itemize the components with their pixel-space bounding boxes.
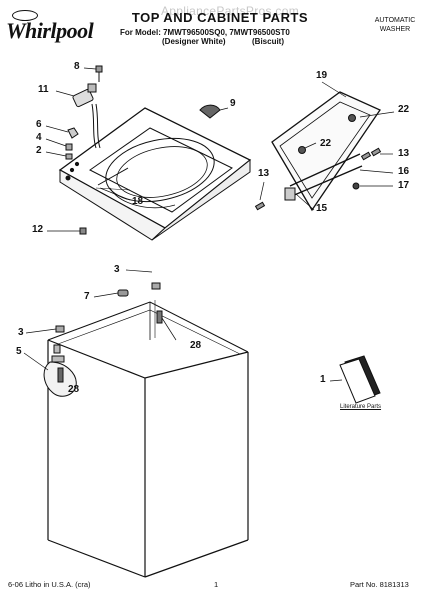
- callout-15: 15: [316, 203, 328, 214]
- spring-28: [156, 310, 163, 324]
- screw-8: [95, 65, 103, 82]
- cabinet: [43, 282, 249, 578]
- callout-5: 5: [16, 346, 22, 357]
- callout-17: 17: [398, 180, 410, 191]
- variant-biscuit: (Biscuit): [252, 37, 284, 46]
- screw-part-2: [65, 153, 73, 160]
- hinge-knob-9: [199, 104, 221, 119]
- callout-4: 4: [36, 132, 42, 143]
- callout-7: 7: [84, 291, 90, 302]
- callout-3a: 3: [114, 264, 120, 275]
- callout-13a: 13: [398, 148, 410, 159]
- screw-3-left: [55, 325, 65, 333]
- callout-1: 1: [320, 374, 326, 385]
- callout-16: 16: [398, 166, 410, 177]
- clip-7: [117, 289, 129, 297]
- callout-9: 9: [230, 98, 236, 109]
- page-number: 1: [214, 580, 219, 589]
- callout-28b: 28: [68, 384, 80, 395]
- callout-22b: 22: [320, 138, 332, 149]
- watermark: AppliancePartsPros.com: [161, 4, 299, 18]
- bumper-22b: [348, 114, 356, 122]
- product-type: AUTOMATIC WASHER: [360, 16, 430, 34]
- screw-17: [352, 182, 360, 190]
- footer-litho: 6-06 Litho in U.S.A. (cra): [8, 580, 91, 589]
- callout-3b: 3: [18, 327, 24, 338]
- spring-28-lower: [57, 367, 64, 383]
- model-line: For Model: 7MWT96500SQ0, 7MWT96500ST0: [120, 28, 290, 37]
- lid-switch: [72, 83, 101, 149]
- screw-3-top: [151, 282, 161, 290]
- brand-logo: Whirlpool: [6, 18, 94, 43]
- page-title: TOP AND CABINET PARTS: [131, 10, 309, 25]
- literature-parts-label: Literature Parts: [340, 404, 382, 410]
- washer-top-assembly: [58, 107, 252, 241]
- product-type-line1: AUTOMATIC: [374, 17, 416, 24]
- part-number: Part No. 8181313: [350, 580, 409, 589]
- bumper-22a: [298, 146, 306, 154]
- washer-part-4: [65, 143, 73, 151]
- callout-6: 6: [36, 119, 42, 130]
- variant-designer-white: (Designer White): [162, 37, 226, 46]
- brand-logo-ring: [12, 10, 38, 21]
- callout-13b: 13: [258, 168, 270, 179]
- clip-12: [79, 227, 87, 235]
- callout-18: 18: [132, 196, 144, 207]
- callout-11: 11: [38, 84, 49, 95]
- callout-8: 8: [74, 61, 80, 72]
- callout-12: 12: [32, 224, 44, 235]
- product-type-line2: WASHER: [379, 26, 411, 33]
- corner-bracket: [53, 344, 61, 354]
- callout-19: 19: [316, 70, 328, 81]
- callout-28a: 28: [190, 340, 202, 351]
- callout-2: 2: [36, 145, 42, 156]
- lid-panel: [271, 91, 381, 212]
- hinge-bracket: [67, 127, 79, 139]
- literature-booklet: [339, 355, 381, 404]
- callout-22a: 22: [398, 104, 410, 115]
